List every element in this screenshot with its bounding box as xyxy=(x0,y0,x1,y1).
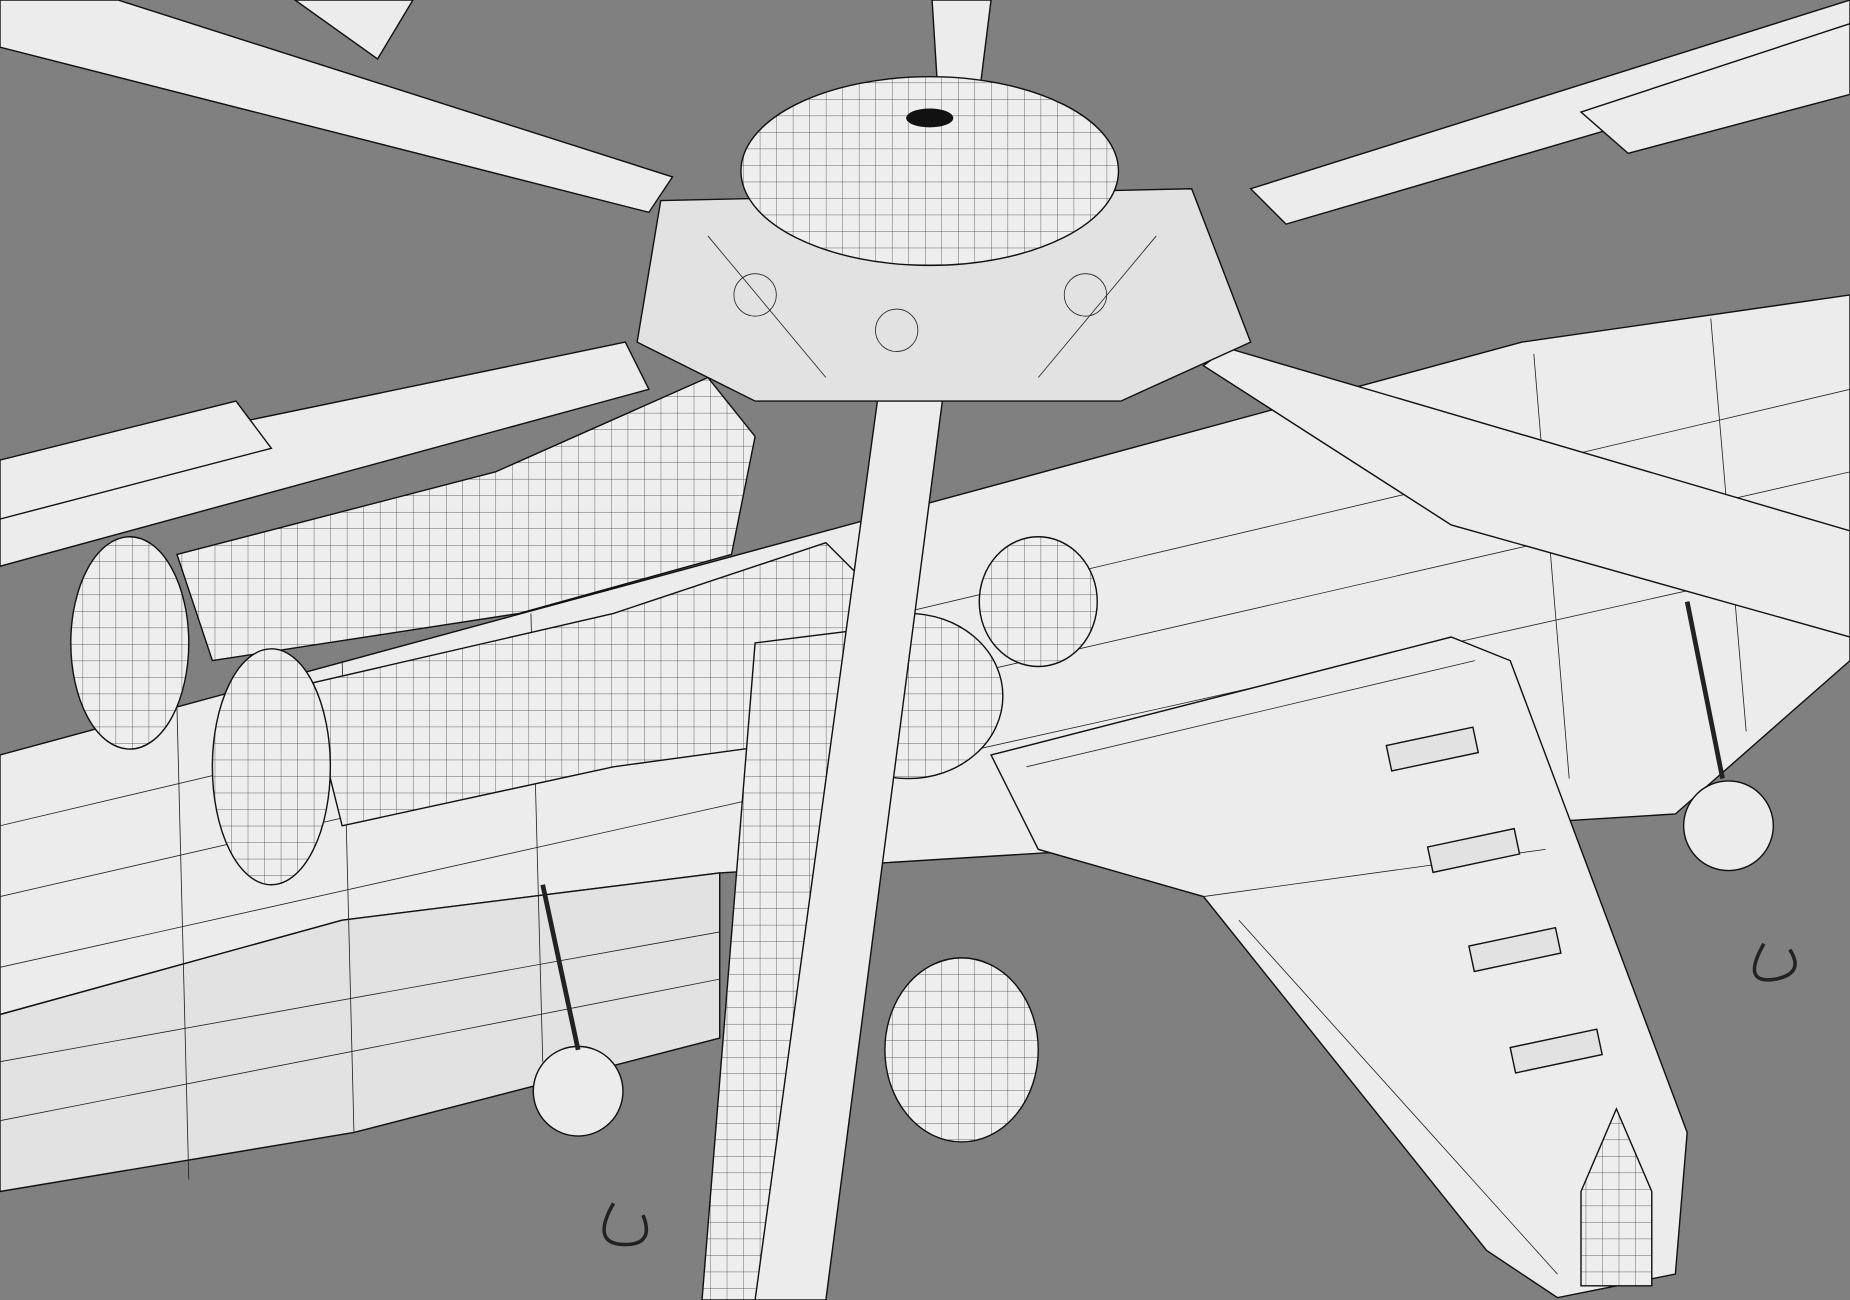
blade-tab xyxy=(1579,22,1850,155)
wingtip-pod xyxy=(1580,1107,1653,1287)
exhaust-nozzle xyxy=(978,536,1098,668)
winch-drum xyxy=(532,1045,624,1137)
wing-pylon xyxy=(1468,926,1562,973)
hub-cap xyxy=(740,75,1120,267)
main-wheel xyxy=(884,957,1039,1143)
rotor-hub xyxy=(636,75,1252,402)
blade-tab xyxy=(0,400,273,520)
stub-wing xyxy=(990,636,1688,1299)
rotor-blade xyxy=(0,341,650,567)
rotor-blade xyxy=(1249,0,1850,225)
winch-drum xyxy=(1682,780,1775,872)
cargo-hook xyxy=(1752,942,1797,982)
engine-intake xyxy=(211,648,332,886)
blade-tab xyxy=(293,0,414,61)
cargo-hook xyxy=(602,1202,649,1247)
landing-gear xyxy=(532,601,1797,1247)
wing-pylon xyxy=(1385,726,1480,772)
rotor-blade xyxy=(0,0,674,214)
wing-pylon xyxy=(1509,1028,1603,1074)
hub-center xyxy=(906,108,954,128)
wing-pylon xyxy=(1426,827,1521,874)
engine-intake xyxy=(70,536,190,750)
